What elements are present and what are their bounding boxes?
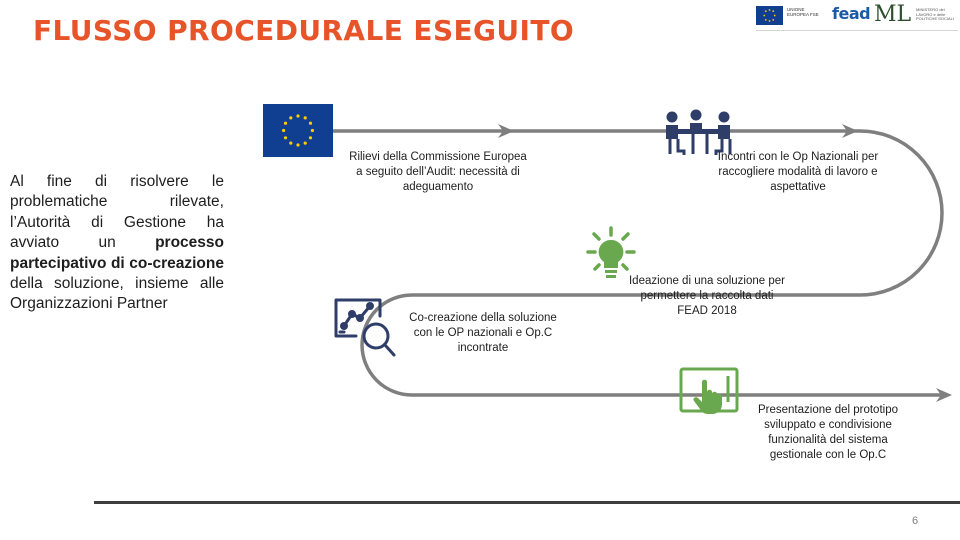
step-5-text: Presentazione del prototipo sviluppato e… [757,404,898,461]
meeting-people-icon [666,109,732,155]
step-3-text: Ideazione di una soluzione per permetter… [628,275,785,317]
page-number: 6 [912,515,919,527]
lightbulb-icon [586,226,636,278]
eu-logo [756,6,783,25]
partner-logos: UNIONE EUROPEA FSE fead ML MINISTERO del… [756,2,958,28]
intro-text-bold: processo partecipativo di co-creazione [10,234,224,272]
ministry-logo: ML [874,2,912,27]
step-4-text: Co-creazione della soluzione con le OP n… [409,312,557,354]
step-2-text: Incontri con le Op Nazionali per raccogl… [717,151,879,193]
intro-paragraph: Al fine di risolvere le problematiche ri… [10,172,224,315]
fead-logo: fead [832,4,871,23]
analysis-magnifier-icon [334,298,396,357]
footer-divider [94,501,960,504]
ministry-logo-caption: MINISTERO del LAVORO e delle POLITICHE S… [916,7,955,21]
header-divider [756,30,958,31]
eu-logo-text: UNIONE EUROPEA FSE [787,7,819,17]
page-title: FLUSSO PROCEDURALE ESEGUITO [33,14,575,47]
touch-screen-icon [679,367,739,414]
eu-flag-icon [263,104,333,157]
intro-text-2: della soluzione, insieme alle Organizzaz… [10,275,224,313]
intro-text-1: Al fine di risolvere le problematiche ri… [10,173,224,252]
step-1-text: Rilievi della Commissione Europea a segu… [349,151,527,193]
